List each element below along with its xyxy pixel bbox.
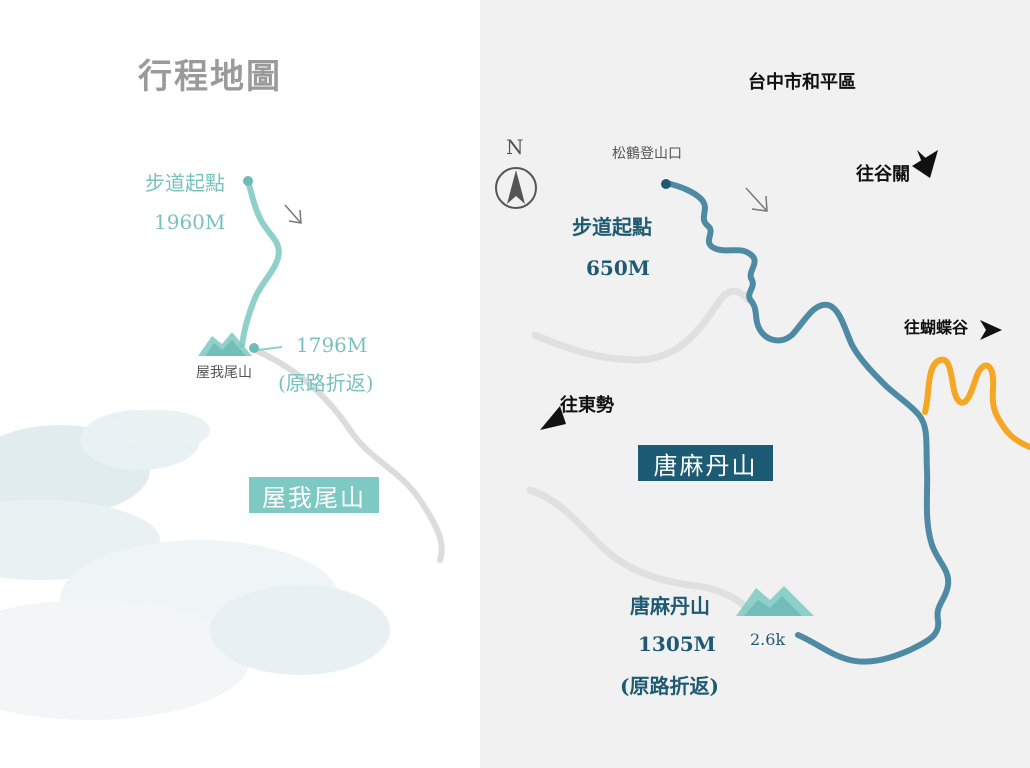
gray-road-line bbox=[526, 486, 752, 614]
butterfly-valley-route bbox=[922, 356, 1030, 451]
right-mountain-label: 唐麻丹山 bbox=[638, 445, 773, 481]
peak-leader-line bbox=[257, 346, 283, 351]
left-start-label: 步道起點 bbox=[145, 171, 225, 195]
page-title: 行程地圖 bbox=[138, 57, 282, 97]
mountain-peak-icon bbox=[198, 332, 252, 356]
compass-icon bbox=[495, 167, 537, 209]
left-map-canvas bbox=[0, 176, 445, 720]
left-start-elevation: 1960M bbox=[154, 210, 226, 234]
mountain-peak-icon bbox=[736, 586, 814, 616]
left-peak-elevation: 1796M bbox=[296, 333, 368, 357]
to-dongshi-label: 往東勢 bbox=[560, 395, 614, 416]
distance-label: 2.6k bbox=[750, 630, 786, 649]
gray-road-line bbox=[531, 287, 752, 364]
right-map-canvas bbox=[495, 150, 1030, 665]
right-map-panel: 台中市和平區 N 松鶴登山口 步道起點 650M 往谷關 往蝴蝶谷 往東勢 唐麻… bbox=[480, 0, 1030, 768]
direction-arrow-icon bbox=[284, 204, 302, 224]
right-trail-route bbox=[663, 180, 952, 665]
district-label: 台中市和平區 bbox=[748, 72, 856, 93]
left-mountain-label: 屋我尾山 bbox=[249, 477, 379, 513]
left-start-marker bbox=[243, 176, 253, 186]
direction-arrow-icon bbox=[980, 320, 1002, 340]
compass-north-label: N bbox=[506, 135, 524, 159]
to-butterfly-valley-label: 往蝴蝶谷 bbox=[904, 318, 969, 337]
left-trail-route bbox=[239, 178, 282, 348]
gray-road-line bbox=[252, 347, 445, 563]
direction-arrow-icon bbox=[540, 406, 566, 430]
right-peak-note: (原路折返) bbox=[620, 674, 719, 698]
cloud-icon bbox=[0, 410, 390, 720]
direction-arrow-icon bbox=[912, 150, 938, 178]
right-peak-elevation: 1305M bbox=[638, 632, 716, 656]
trailhead-label: 松鶴登山口 bbox=[612, 146, 682, 162]
right-start-elevation: 650M bbox=[586, 256, 650, 280]
right-start-label: 步道起點 bbox=[572, 215, 652, 239]
left-peak-marker bbox=[249, 343, 259, 353]
direction-arrow-icon bbox=[745, 187, 768, 212]
right-peak-name: 唐麻丹山 bbox=[630, 594, 710, 618]
right-start-marker bbox=[661, 179, 671, 189]
left-peak-name: 屋我尾山 bbox=[196, 365, 252, 381]
to-guguan-label: 往谷關 bbox=[856, 164, 910, 185]
left-peak-note: (原路折返) bbox=[278, 371, 374, 395]
left-map-panel: 行程地圖 步道起點 1960M 1796M (原路折返) 屋我尾山 屋我尾山 bbox=[0, 0, 480, 768]
